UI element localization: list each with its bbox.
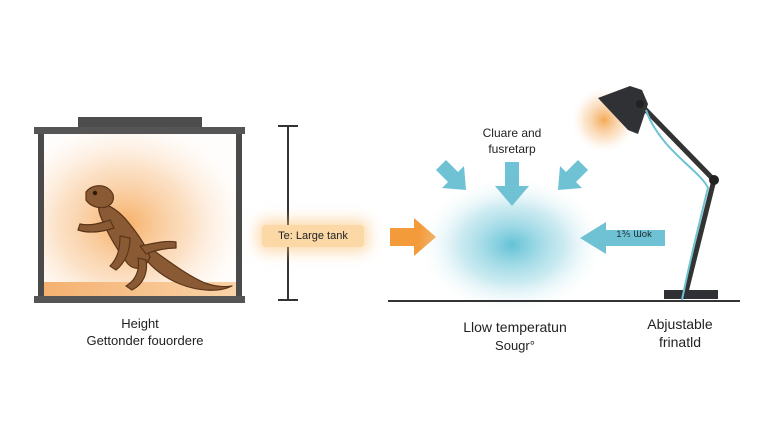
heat-lamp-icon <box>570 86 719 301</box>
dragon-eye <box>92 190 98 196</box>
lamp-arm-upper <box>637 101 717 183</box>
tank-lid <box>34 127 245 134</box>
cool-zone-label-line2: Sougr° <box>495 338 535 353</box>
cool-zone-label-line1: Llow temperatun <box>463 319 567 335</box>
lamp-joint <box>709 175 719 185</box>
lamp-label-line1: Abjustable <box>647 316 713 332</box>
lamp-shade <box>598 86 648 134</box>
distance-label: 1⅗ Ɯok <box>616 229 652 240</box>
airflow-label-line1: Cluare and <box>482 126 542 140</box>
enclosure-label-line1: Height <box>121 316 159 331</box>
height-dimension-line <box>278 125 298 301</box>
tank-lid-handle <box>78 117 202 127</box>
lamp-base <box>664 290 718 299</box>
enclosure-label-line2: Gettonder fouordere <box>86 333 204 348</box>
tank-wall-left <box>38 134 44 300</box>
arrow-down-left-icon <box>558 160 588 190</box>
lamp-arm-lower <box>683 177 717 295</box>
lamp-label-line2: frinatld <box>658 334 702 350</box>
cool-zone <box>417 175 607 315</box>
arrow-down-icon <box>495 162 529 206</box>
arrow-left-icon <box>580 222 665 254</box>
tank-size-tag: Te: Large tank <box>262 225 364 247</box>
lamp-head-joint <box>636 100 644 108</box>
tank-floor <box>34 296 245 303</box>
lamp-cord <box>645 109 710 301</box>
tank-wall-right <box>236 134 242 300</box>
airflow-label-line2: fusretarp <box>488 142 536 156</box>
arrow-down-right-icon <box>436 160 466 190</box>
bearded-dragon-icon <box>77 185 233 291</box>
cool-zone-glow <box>417 175 607 315</box>
